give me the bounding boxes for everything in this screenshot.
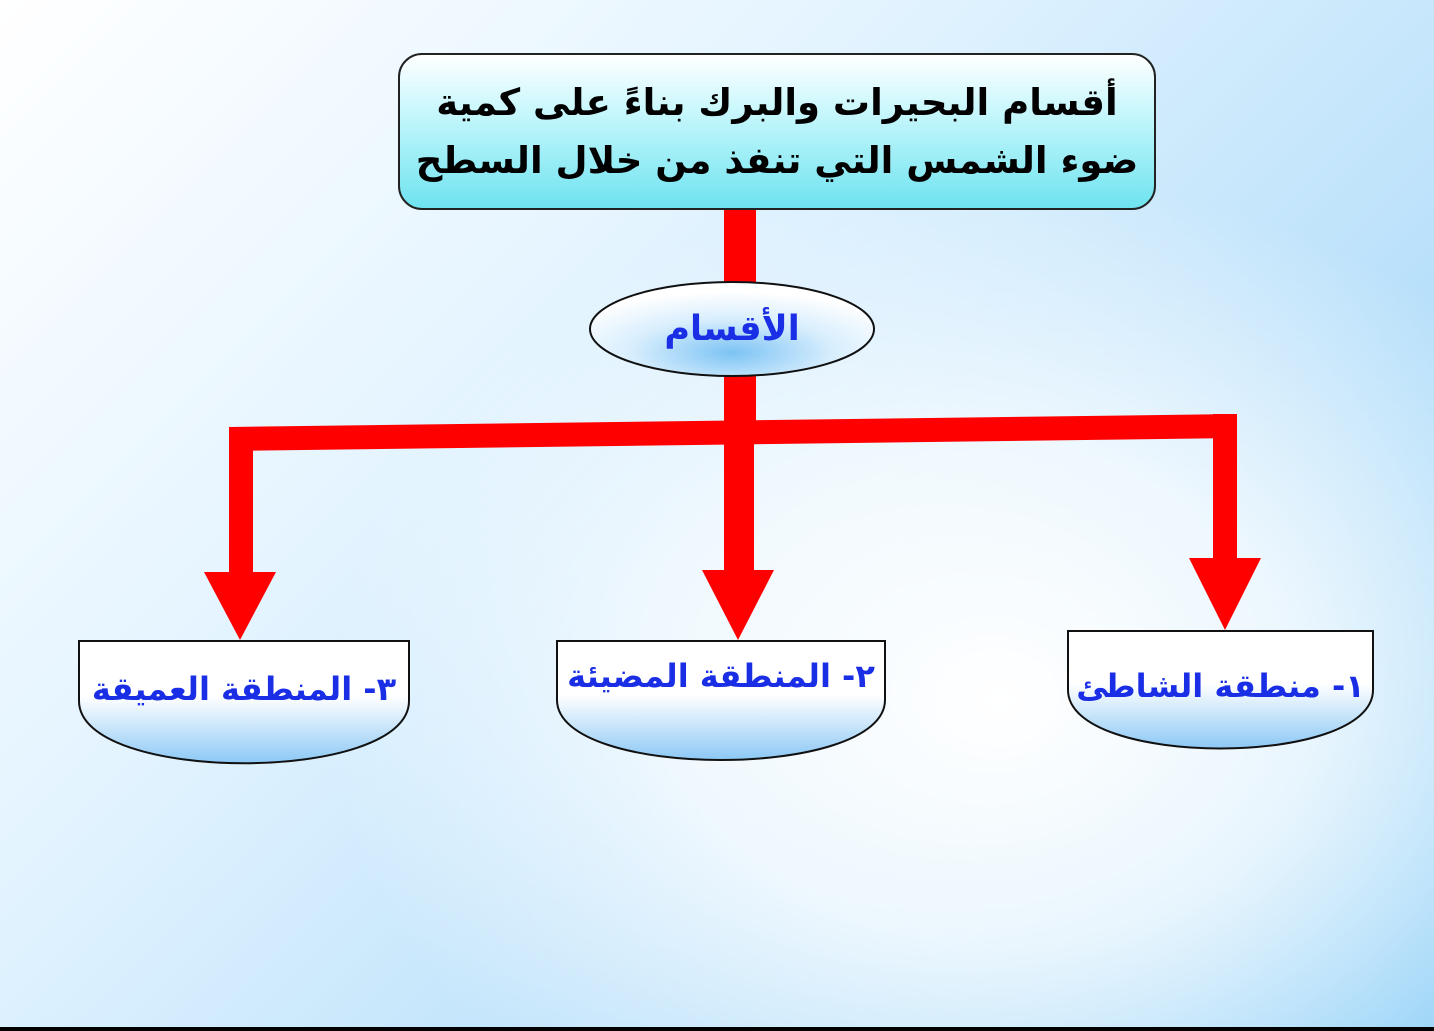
- connector-stem-branch-1: [1213, 414, 1237, 560]
- connector-stem-branch-2: [724, 430, 754, 572]
- branch-label-3: ٣- المنطقة العميقة: [91, 670, 397, 708]
- root-label: الأقسام: [664, 309, 800, 349]
- branch-label-2: ٢- المنطقة المضيئة: [567, 657, 875, 695]
- title-line-1: أقسام البحيرات والبرك بناءً على كمية: [436, 80, 1118, 124]
- branch-shape-1: [1067, 630, 1374, 750]
- arrowhead-branch-3: [204, 572, 276, 640]
- root-ellipse: [589, 281, 875, 377]
- connector-title-to-root: [724, 208, 756, 284]
- branch-shape-2: [556, 640, 886, 761]
- branch-label-1: ١- منطقة الشاطئ: [1076, 667, 1365, 705]
- arrowhead-branch-1: [1189, 558, 1261, 630]
- connector-stem-branch-3: [229, 427, 253, 573]
- title-box: أقسام البحيرات والبرك بناءً على كمية ضوء…: [398, 53, 1156, 210]
- arrowhead-branch-2: [702, 570, 774, 640]
- bottom-border-line: [0, 1027, 1434, 1031]
- branch-shape-3: [78, 640, 410, 765]
- title-line-2: ضوء الشمس التي تنفذ من خلال السطح: [415, 138, 1139, 182]
